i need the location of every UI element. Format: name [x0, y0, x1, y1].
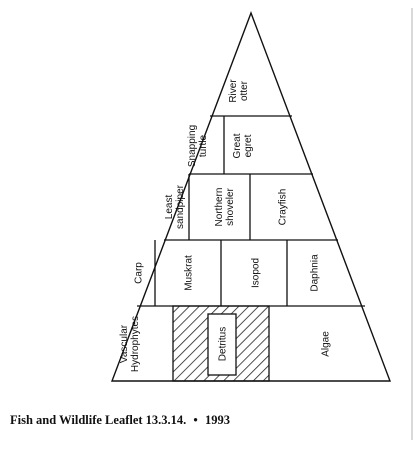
- caption-year: 1993: [204, 413, 230, 427]
- organism-label-line: Least: [164, 195, 175, 220]
- organism-label-line: egret: [243, 134, 254, 157]
- organism-label-line: Snapping: [187, 125, 198, 167]
- organism-label-line: Northern: [214, 188, 225, 227]
- organism-label: Snappingturtle: [187, 125, 209, 167]
- organism-label: Greategret: [232, 133, 254, 158]
- caption-publication: Fish and Wildlife Leaflet 13.3.14.: [10, 413, 187, 427]
- organism-label-line: sandpiper: [175, 184, 186, 229]
- organism-label-line: Vascular: [119, 324, 130, 363]
- organism-label: Northernshoveler: [214, 187, 236, 226]
- organism-label-line: otter: [239, 80, 250, 101]
- organism-label-line: Detritus: [218, 327, 229, 361]
- detritus-label-box: [207, 313, 237, 376]
- organism-label: Algae: [321, 331, 332, 357]
- organism-label: Detritus: [218, 327, 229, 361]
- organism-label: Riverotter: [228, 79, 250, 103]
- organism-label-line: shoveler: [225, 187, 236, 225]
- page-edge-line: [411, 8, 413, 440]
- organism-label-line: River: [228, 79, 239, 103]
- organism-label: VascularHydrophytes: [119, 316, 141, 372]
- organism-label: Crayfish: [278, 189, 289, 226]
- organism-label-line: Carp: [134, 262, 145, 284]
- organism-label-line: Algae: [321, 331, 332, 357]
- organism-label-line: Hydrophytes: [130, 316, 141, 372]
- organism-label: Isopod: [251, 258, 262, 288]
- organism-label-line: Muskrat: [184, 255, 195, 291]
- organism-label-line: Crayfish: [278, 189, 289, 226]
- organism-label-line: Daphnia: [310, 254, 321, 292]
- figure-caption: Fish and Wildlife Leaflet 13.3.14. • 199…: [10, 413, 230, 428]
- organism-label: Muskrat: [184, 255, 195, 291]
- organism-label-line: Isopod: [251, 258, 262, 288]
- organism-label: Leastsandpiper: [164, 184, 186, 229]
- caption-separator: •: [193, 413, 198, 427]
- organism-label: Carp: [134, 262, 145, 284]
- organism-label-line: Great: [232, 133, 243, 158]
- organism-label-line: turtle: [198, 134, 209, 157]
- organism-label: Daphnia: [310, 254, 321, 292]
